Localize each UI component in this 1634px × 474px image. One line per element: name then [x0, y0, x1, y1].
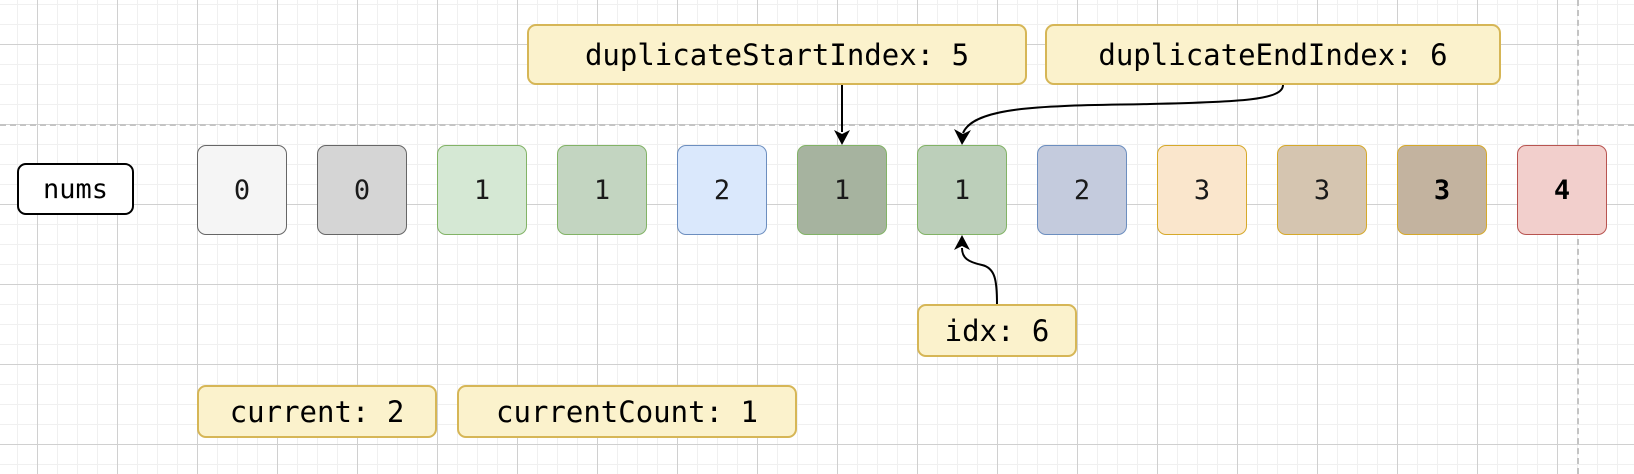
array-cell-1: 0	[317, 145, 407, 235]
array-cell-7: 2	[1037, 145, 1127, 235]
array-cell-0: 0	[197, 145, 287, 235]
idx-label: idx: 6	[917, 304, 1077, 357]
arrowhead-down-icon	[834, 130, 850, 145]
array-cell-6: 1	[917, 145, 1007, 235]
idx-arrow	[954, 235, 998, 305]
arrowhead-up-icon	[954, 235, 970, 250]
array-cell-8: 3	[1157, 145, 1247, 235]
duplicate-start-index-label: duplicateStartIndex: 5	[527, 24, 1027, 85]
array-cell-9: 3	[1277, 145, 1367, 235]
array-name-label: nums	[17, 163, 134, 215]
duplicate-end-arrow	[954, 84, 1284, 145]
current-label: current: 2	[197, 385, 437, 438]
duplicate-start-arrow	[834, 85, 850, 145]
arrowhead-down-icon	[954, 129, 971, 145]
array-cell-2: 1	[437, 145, 527, 235]
duplicate-end-index-label: duplicateEndIndex: 6	[1045, 24, 1501, 85]
array-cell-10: 3	[1397, 145, 1487, 235]
array-cell-4: 2	[677, 145, 767, 235]
guide-line-horizontal	[0, 124, 1634, 126]
guide-line-vertical	[1577, 0, 1579, 474]
current-count-label: currentCount: 1	[457, 385, 797, 438]
array-cell-5: 1	[797, 145, 887, 235]
array-cell-3: 1	[557, 145, 647, 235]
array-cell-11: 4	[1517, 145, 1607, 235]
